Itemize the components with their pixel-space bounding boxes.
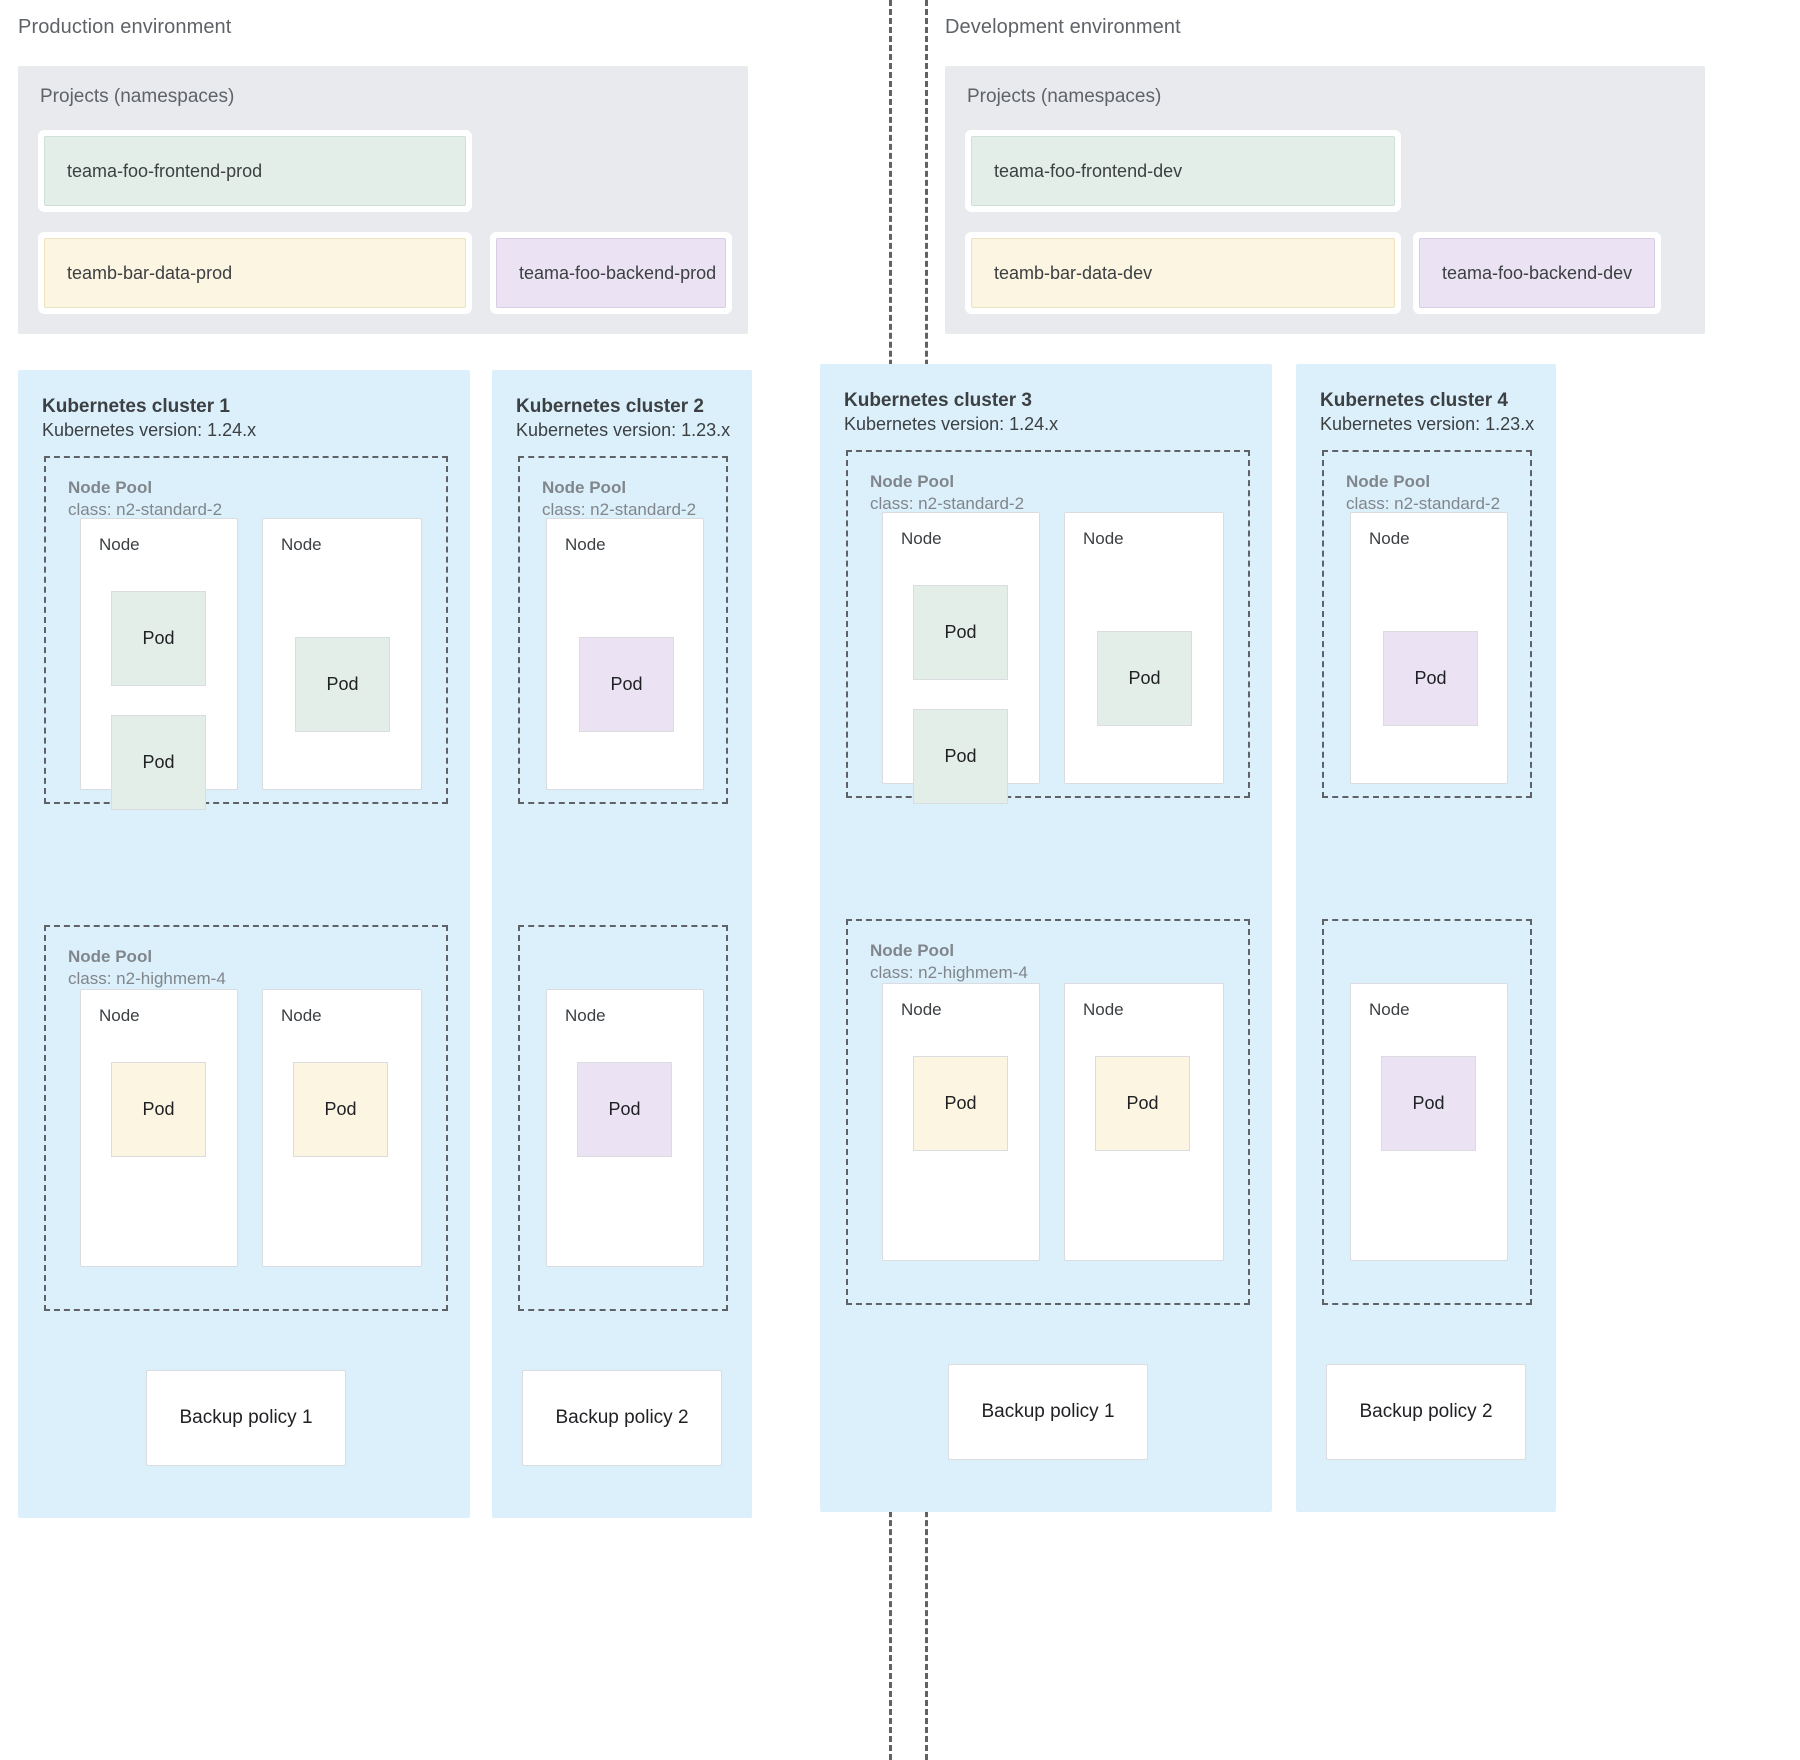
kubernetes-cluster-panel[interactable]: Kubernetes cluster 3 Kubernetes version:… bbox=[820, 364, 1272, 1512]
node-box[interactable]: Node Pod bbox=[80, 989, 238, 1267]
node-label: Node bbox=[565, 535, 606, 554]
node-box[interactable]: Node Pod bbox=[546, 518, 704, 790]
node-pool: Node Pool class: n2-standard-2 Node Pod bbox=[518, 456, 728, 804]
node-label: Node bbox=[1083, 1000, 1124, 1019]
backup-policy-box[interactable]: Backup policy 2 bbox=[522, 1370, 722, 1466]
projects-panel: Projects (namespaces) teama-foo-frontend… bbox=[945, 66, 1705, 334]
node-box[interactable]: Node Pod bbox=[546, 989, 704, 1267]
pod-box[interactable]: Pod bbox=[1383, 631, 1478, 726]
namespace-box[interactable]: teama-foo-frontend-dev bbox=[971, 136, 1395, 206]
node-box[interactable]: Node Pod bbox=[262, 518, 422, 790]
pod-box[interactable]: Pod bbox=[111, 591, 206, 686]
node-pool-title: Node Pool bbox=[542, 478, 627, 497]
namespace-box[interactable]: teamb-bar-data-dev bbox=[971, 238, 1395, 308]
cluster-version: Kubernetes version: 1.23.x bbox=[516, 420, 731, 440]
node-pool-class: class: n2-highmem-4 bbox=[870, 963, 1028, 982]
node-label: Node bbox=[901, 1000, 942, 1019]
cluster-title: Kubernetes cluster 4 bbox=[1320, 390, 1508, 411]
projects-panel-title: Projects (namespaces) bbox=[40, 86, 235, 107]
cluster-version: Kubernetes version: 1.23.x bbox=[1320, 414, 1535, 434]
node-pool-title: Node Pool bbox=[870, 941, 955, 960]
projects-panel-title: Projects (namespaces) bbox=[967, 86, 1162, 107]
node-label: Node bbox=[1369, 529, 1410, 548]
cluster-title: Kubernetes cluster 2 bbox=[516, 396, 704, 417]
namespace-box[interactable]: teamb-bar-data-prod bbox=[44, 238, 466, 308]
cluster-title: Kubernetes cluster 1 bbox=[42, 396, 230, 417]
node-pool: Node Pool class: n2-highmem-4 Node Pod N… bbox=[44, 925, 448, 1311]
pod-box[interactable]: Pod bbox=[1097, 631, 1192, 726]
node-pool: Node Pool class: n2-standard-2 Node Pod … bbox=[44, 456, 448, 810]
node-pool-title: Node Pool bbox=[68, 947, 153, 966]
kubernetes-cluster-panel[interactable]: Kubernetes cluster 1 Kubernetes version:… bbox=[18, 370, 470, 1518]
backup-policy-box[interactable]: Backup policy 1 bbox=[146, 1370, 346, 1466]
pod-box[interactable]: Pod bbox=[913, 709, 1008, 804]
pod-box[interactable]: Pod bbox=[577, 1062, 672, 1157]
pod-box[interactable]: Pod bbox=[295, 637, 390, 732]
pod-box[interactable]: Pod bbox=[579, 637, 674, 732]
node-label: Node bbox=[1083, 529, 1124, 548]
namespace-box[interactable]: teama-foo-frontend-prod bbox=[44, 136, 466, 206]
node-label: Node bbox=[99, 535, 140, 554]
node-pool-title: Node Pool bbox=[870, 472, 955, 491]
pod-box[interactable]: Pod bbox=[913, 585, 1008, 680]
backup-policy-box[interactable]: Backup policy 2 bbox=[1326, 1364, 1526, 1460]
cluster-version: Kubernetes version: 1.24.x bbox=[42, 420, 257, 440]
environment-title: Development environment bbox=[945, 16, 1181, 38]
node-pool: Node Pod bbox=[1322, 919, 1532, 1305]
kubernetes-cluster-panel[interactable]: Kubernetes cluster 2 Kubernetes version:… bbox=[492, 370, 752, 1518]
node-pool-class: class: n2-standard-2 bbox=[68, 500, 223, 519]
node-box[interactable]: Node Pod bbox=[1064, 983, 1224, 1261]
node-pool-class: class: n2-standard-2 bbox=[870, 494, 1025, 513]
cluster-version: Kubernetes version: 1.24.x bbox=[844, 414, 1059, 434]
pod-box[interactable]: Pod bbox=[111, 715, 206, 810]
backup-policy-box[interactable]: Backup policy 1 bbox=[948, 1364, 1148, 1460]
namespace-box[interactable]: teama-foo-backend-prod bbox=[496, 238, 726, 308]
node-pool-title: Node Pool bbox=[1346, 472, 1431, 491]
environment-title: Production environment bbox=[18, 16, 232, 38]
node-label: Node bbox=[901, 529, 942, 548]
node-box[interactable]: Node Pod Pod bbox=[882, 512, 1040, 804]
pod-box[interactable]: Pod bbox=[293, 1062, 388, 1157]
node-label: Node bbox=[99, 1006, 140, 1025]
pod-box[interactable]: Pod bbox=[111, 1062, 206, 1157]
node-pool: Node Pool class: n2-highmem-4 Node Pod N… bbox=[846, 919, 1250, 1305]
pod-box[interactable]: Pod bbox=[1381, 1056, 1476, 1151]
node-pool-class: class: n2-standard-2 bbox=[542, 500, 697, 519]
kubernetes-cluster-panel[interactable]: Kubernetes cluster 4 Kubernetes version:… bbox=[1296, 364, 1556, 1512]
node-pool-title: Node Pool bbox=[68, 478, 153, 497]
node-box[interactable]: Node Pod bbox=[1064, 512, 1224, 784]
projects-panel: Projects (namespaces) teama-foo-frontend… bbox=[18, 66, 748, 334]
node-pool-class: class: n2-standard-2 bbox=[1346, 494, 1501, 513]
pod-box[interactable]: Pod bbox=[913, 1056, 1008, 1151]
node-box[interactable]: Node Pod bbox=[262, 989, 422, 1267]
node-pool-class: class: n2-highmem-4 bbox=[68, 969, 226, 988]
node-label: Node bbox=[565, 1006, 606, 1025]
node-box[interactable]: Node Pod bbox=[1350, 983, 1508, 1261]
cluster-title: Kubernetes cluster 3 bbox=[844, 390, 1032, 411]
node-pool: Node Pod bbox=[518, 925, 728, 1311]
namespace-box[interactable]: teama-foo-backend-dev bbox=[1419, 238, 1655, 308]
node-label: Node bbox=[1369, 1000, 1410, 1019]
node-pool: Node Pool class: n2-standard-2 Node Pod … bbox=[846, 450, 1250, 804]
node-box[interactable]: Node Pod bbox=[882, 983, 1040, 1261]
pod-box[interactable]: Pod bbox=[1095, 1056, 1190, 1151]
node-pool: Node Pool class: n2-standard-2 Node Pod bbox=[1322, 450, 1532, 798]
node-label: Node bbox=[281, 535, 322, 554]
node-box[interactable]: Node Pod bbox=[1350, 512, 1508, 784]
node-label: Node bbox=[281, 1006, 322, 1025]
node-box[interactable]: Node Pod Pod bbox=[80, 518, 238, 810]
